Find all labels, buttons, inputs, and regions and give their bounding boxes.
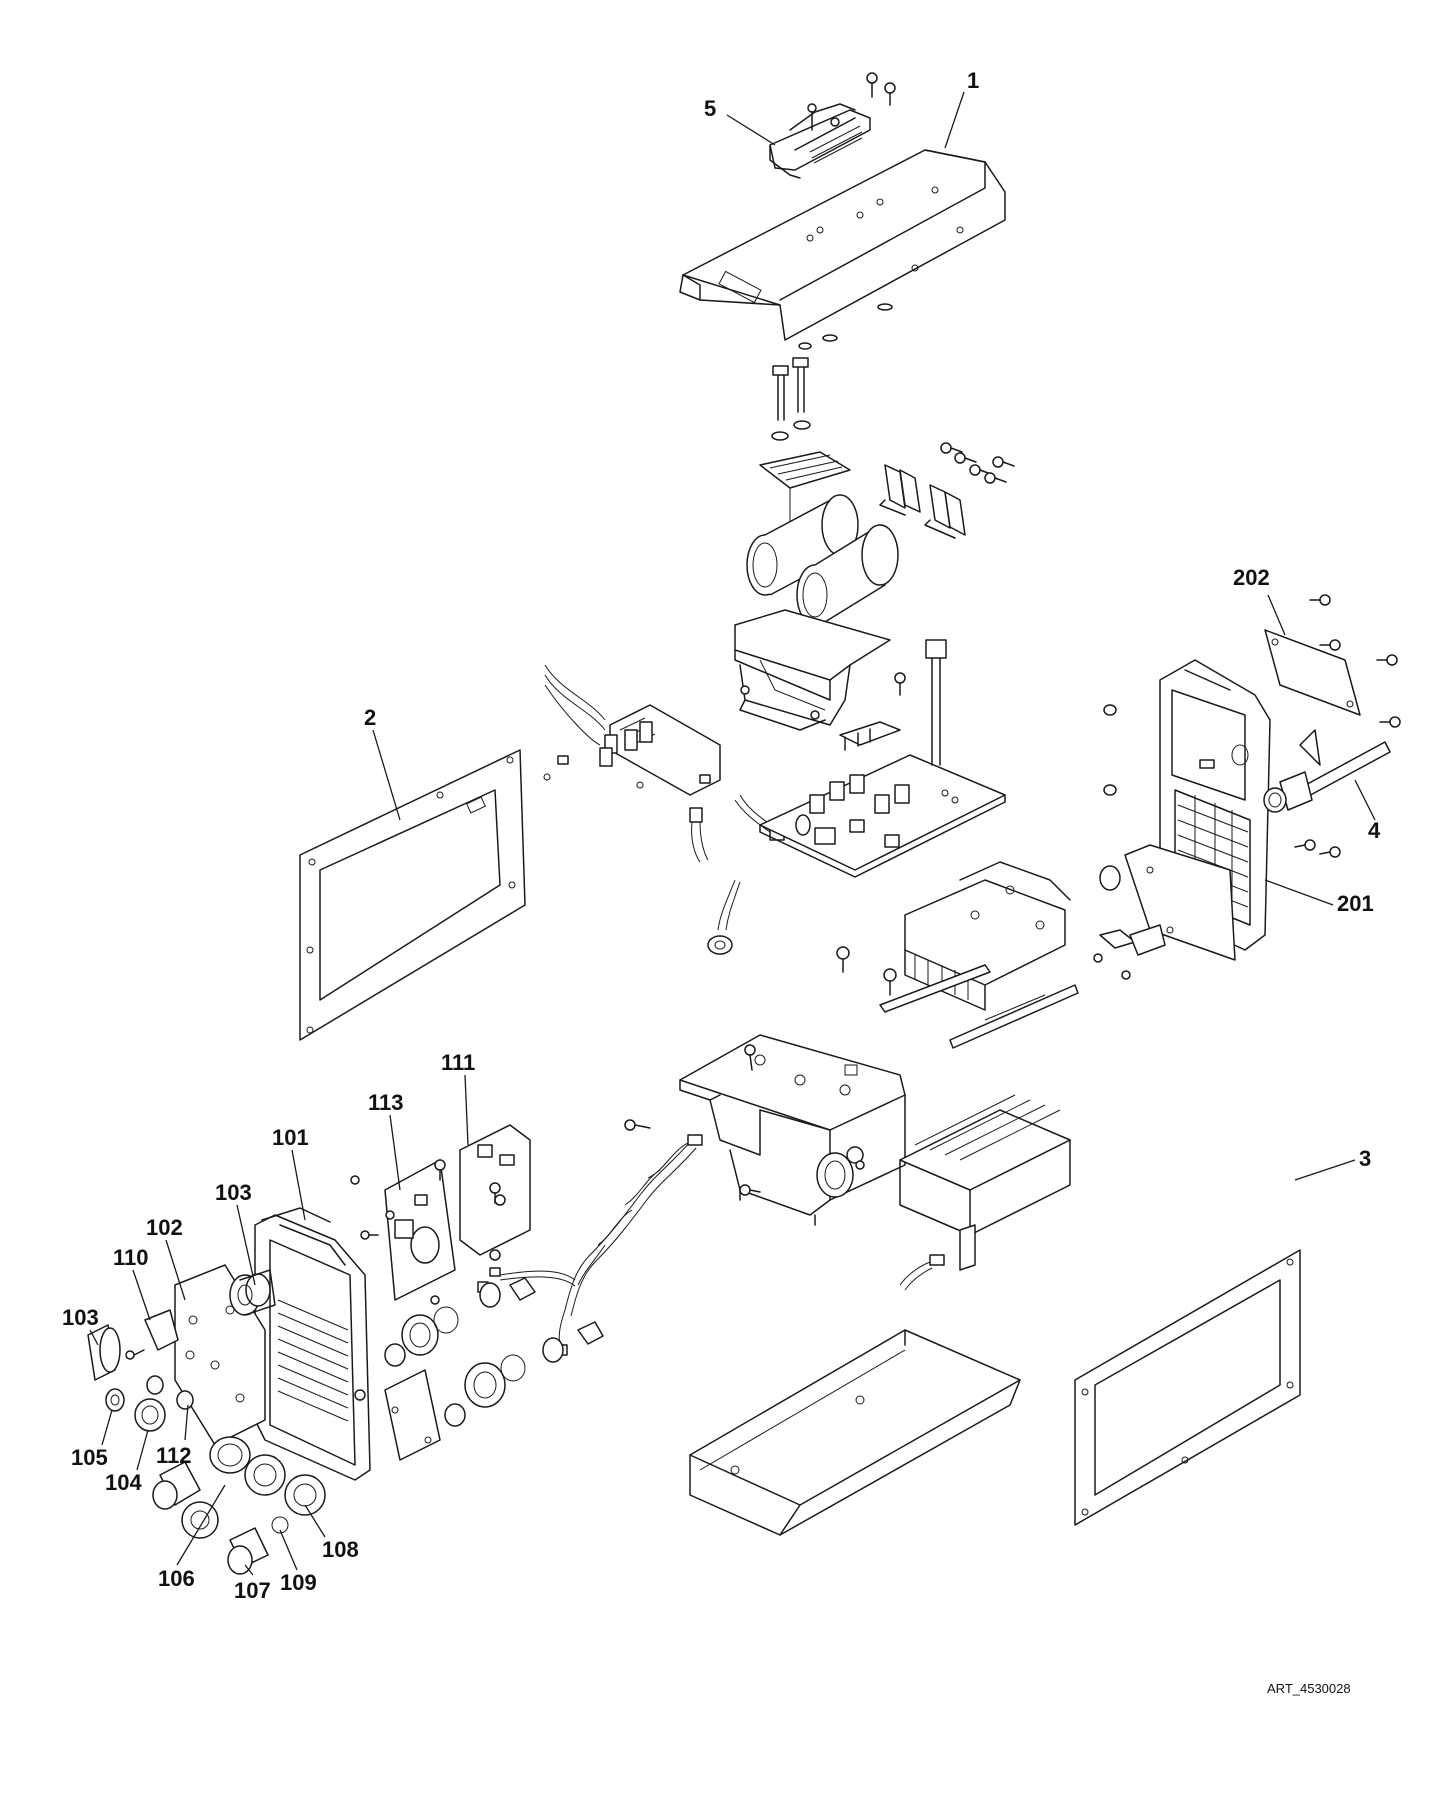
control-nuts <box>105 1375 194 1432</box>
upper-pcb <box>543 664 721 796</box>
lower-heatsink <box>899 1094 1071 1291</box>
cover-plate-part <box>1103 594 1401 796</box>
callout-105: 105 <box>71 1445 108 1470</box>
callout-2: 2 <box>364 705 376 730</box>
capacitor-assembly <box>734 451 899 731</box>
callout-4: 4 <box>1368 818 1381 843</box>
rear-brackets <box>1093 844 1236 980</box>
callout-110: 110 <box>113 1245 149 1270</box>
power-cable-part <box>1263 729 1391 858</box>
front-panel-part <box>254 1207 371 1481</box>
callout-1: 1 <box>967 68 979 93</box>
wire-harness <box>689 794 785 955</box>
callout-103-knob: 103 <box>62 1305 99 1330</box>
callout-111: 111 <box>441 1050 475 1075</box>
callout-103-encoder: 103 <box>215 1180 252 1205</box>
callout-5: 5 <box>704 96 716 121</box>
top-cover-part <box>679 149 1006 350</box>
callout-113: 113 <box>368 1090 404 1115</box>
callout-104: 104 <box>105 1470 142 1495</box>
pcb-111 <box>434 1124 531 1293</box>
leader-lines <box>89 91 1376 1576</box>
long-bolts <box>771 357 811 441</box>
encoder-part <box>229 1269 276 1316</box>
knob-part <box>87 1324 145 1381</box>
upper-heatsink <box>836 861 1079 1049</box>
callout-3: 3 <box>1359 1146 1371 1171</box>
callout-labels: 1 5 2 202 4 201 3 111 113 101 103 102 11… <box>62 68 1381 1603</box>
socket-hardware <box>384 1277 604 1461</box>
callout-107: 107 <box>234 1578 271 1603</box>
handle-part <box>769 72 896 179</box>
sub-plate-part <box>144 1309 179 1351</box>
art-reference: ART_4530028 <box>1267 1681 1351 1696</box>
bottom-tray <box>689 1329 1021 1536</box>
callout-202: 202 <box>1233 565 1270 590</box>
callout-201: 201 <box>1337 891 1374 916</box>
callout-101: 101 <box>272 1125 309 1150</box>
callout-109: 109 <box>280 1570 317 1595</box>
main-pcb <box>759 639 1006 878</box>
screw-cluster <box>879 442 1015 539</box>
right-side-panel-part <box>1074 1249 1301 1526</box>
pcb-113 <box>350 1159 456 1305</box>
callout-112: 112 <box>156 1443 192 1468</box>
left-side-panel-part <box>299 749 526 1041</box>
callout-108: 108 <box>322 1537 359 1562</box>
callout-102: 102 <box>146 1215 183 1240</box>
callout-106: 106 <box>158 1566 195 1591</box>
base-chassis <box>624 1034 906 1226</box>
